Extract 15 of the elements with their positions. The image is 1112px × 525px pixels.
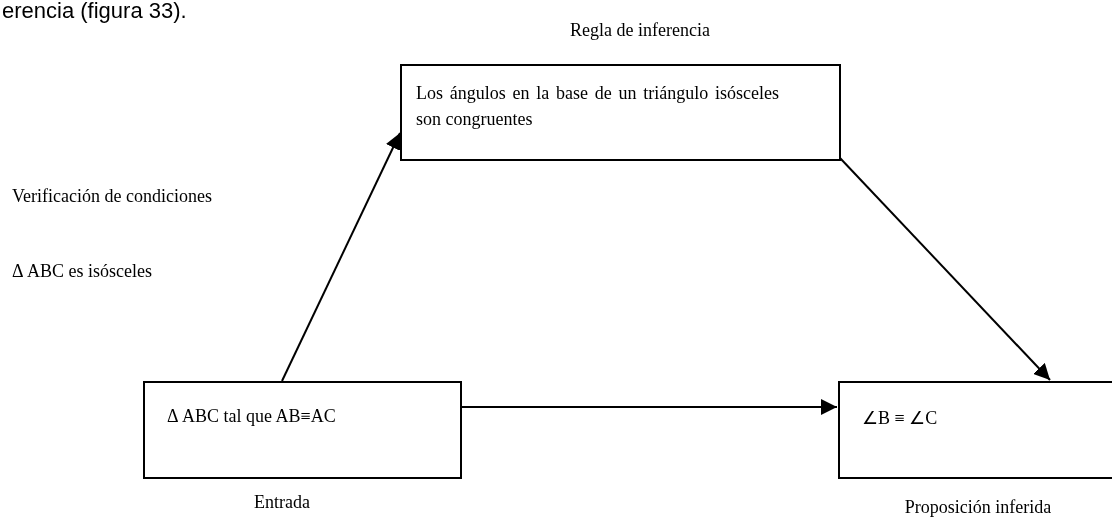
arrow — [461, 399, 838, 415]
box-caption: Entrada — [253, 491, 311, 514]
process-box — [838, 381, 1112, 479]
box-caption: Proposición inferida — [903, 496, 1053, 519]
text-fragment: erencia (figura 33). — [2, 0, 187, 24]
box-caption: Regla de inferencia — [569, 19, 711, 42]
condition-label: Verificación de condiciones — [12, 185, 212, 208]
box-text: Los ángulos en la base de un triángulo isósceles son congruentes — [415, 82, 780, 131]
process-box — [143, 381, 462, 479]
arrow — [839, 157, 1051, 381]
box-text: Δ ABC tal que AB≡AC — [166, 405, 337, 428]
arrow — [281, 132, 401, 382]
condition-label: Δ ABC es isósceles — [12, 260, 153, 283]
process-box — [400, 64, 841, 161]
box-text: ∠B ≡ ∠C — [861, 407, 939, 430]
